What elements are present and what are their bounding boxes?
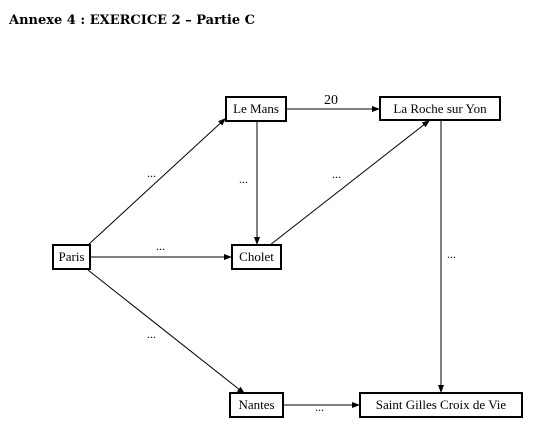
edge-label-nantes-saint-gilles: ...: [315, 400, 324, 414]
node-label-nantes: Nantes: [238, 397, 274, 412]
page-title: Annexe 4 : EXERCICE 2 – Partie C: [9, 13, 256, 28]
edge-label-paris-le-mans: ...: [147, 166, 156, 180]
node-label-le-mans: Le Mans: [233, 101, 279, 116]
edge-label-paris-cholet: ...: [156, 239, 165, 253]
edge-cholet-la-roche: [269, 119, 431, 246]
node-saint-gilles-croix-de-vie: Saint Gilles Croix de Vie: [359, 392, 523, 418]
edge-paris-le-mans: [87, 117, 227, 246]
node-nantes: Nantes: [229, 392, 284, 418]
node-label-cholet: Cholet: [239, 249, 274, 264]
edge-paris-nantes: [87, 269, 246, 395]
edge-label-cholet-la-roche: ...: [332, 167, 341, 181]
edge-label-paris-nantes: ...: [147, 327, 156, 341]
node-label-paris: Paris: [59, 249, 85, 264]
edge-label-la-roche-saint-gilles: ...: [447, 247, 456, 261]
node-la-roche-sur-yon: La Roche sur Yon: [379, 96, 501, 121]
edge-label-le-mans-la-roche: 20: [324, 93, 338, 108]
node-cholet: Cholet: [231, 244, 282, 270]
node-label-saint-gilles-croix-de-vie: Saint Gilles Croix de Vie: [376, 397, 507, 412]
edge-label-le-mans-cholet: ...: [239, 172, 248, 186]
node-paris: Paris: [52, 244, 91, 270]
node-le-mans: Le Mans: [225, 96, 287, 122]
node-label-la-roche-sur-yon: La Roche sur Yon: [393, 101, 487, 116]
